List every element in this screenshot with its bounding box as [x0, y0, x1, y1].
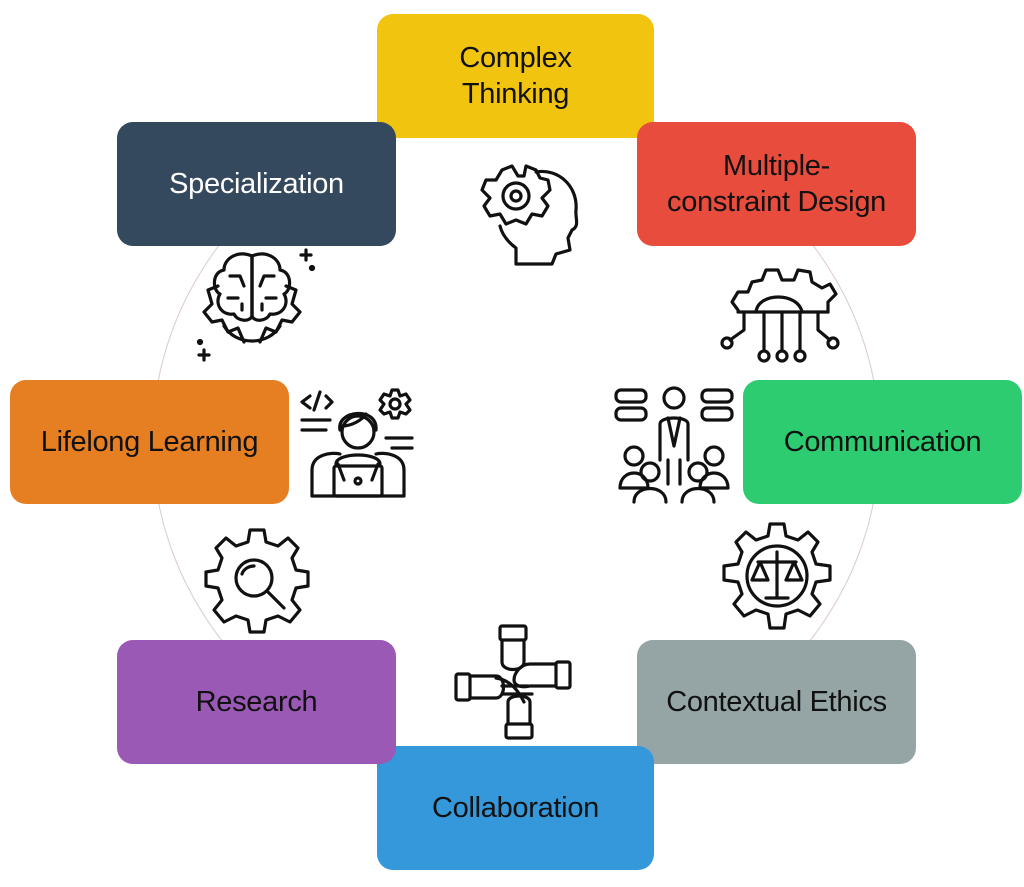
node-complex-thinking: Complex Thinking: [377, 14, 654, 138]
node-collaboration: Collaboration: [377, 746, 654, 870]
node-research: Research: [117, 640, 396, 764]
scales-gear-icon: [716, 518, 838, 638]
node-label: Contextual Ethics: [666, 686, 887, 718]
gear-head-icon: [458, 146, 582, 270]
node-lifelong-learning: Lifelong Learning: [10, 380, 289, 504]
node-label: Communication: [783, 426, 982, 458]
node-label: Collaboration: [432, 792, 599, 824]
node-label: Lifelong Learning: [40, 426, 259, 458]
node-label: Research: [195, 686, 318, 718]
circuit-gear-icon: [718, 258, 840, 366]
node-label: Complex Thinking: [459, 42, 572, 110]
node-contextual-ethics: Contextual Ethics: [637, 640, 916, 764]
coder-laptop-icon: [296, 384, 420, 504]
stacked-hands-icon: [452, 622, 576, 742]
node-label: Multiple- constraint Design: [667, 150, 886, 218]
presenter-group-icon: [612, 384, 736, 504]
node-specialization: Specialization: [117, 122, 396, 246]
node-label: Specialization: [169, 168, 344, 200]
node-communication: Communication: [743, 380, 1022, 504]
magnifier-gear-icon: [196, 526, 318, 636]
brain-gear-icon: [194, 246, 318, 370]
node-multiple-constraint-design: Multiple- constraint Design: [637, 122, 916, 246]
